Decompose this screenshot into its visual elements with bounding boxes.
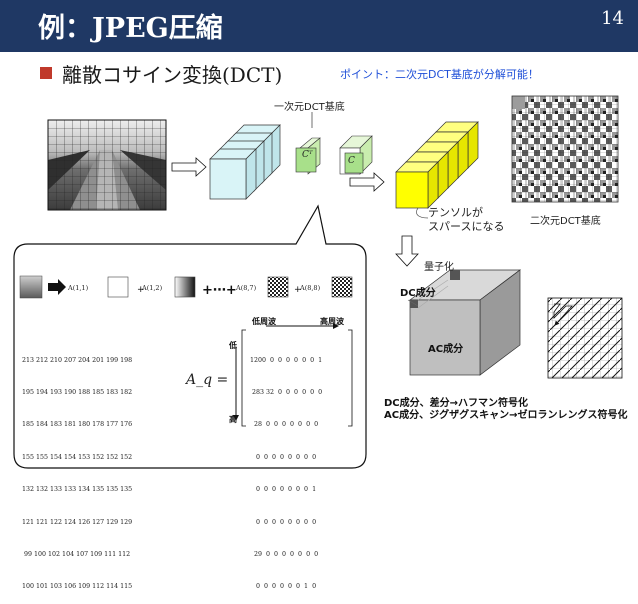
- source-image-road: [47, 119, 167, 211]
- page-number: 14: [601, 8, 624, 29]
- label-aq: A_q =: [186, 372, 229, 388]
- label-c-transpose: Cᵀ: [302, 150, 313, 160]
- basis-term-a11: A(1,1): [67, 284, 89, 292]
- label-1d-dct-basis: 一次元DCT基底: [274, 102, 345, 113]
- arrow-to-sparse: [349, 172, 385, 192]
- label-high-vertical: 高: [229, 415, 237, 424]
- slide-header: 例：JPEG圧縮 14: [0, 0, 638, 52]
- matrix-row: 99 100 102 104 107 109 111 112: [22, 550, 131, 558]
- equals-arrow-icon: [48, 279, 66, 295]
- basis-a12-thumb: [174, 276, 196, 298]
- quantize-arrow: [395, 235, 419, 267]
- detail-callout-bubble: [13, 204, 367, 469]
- matrix-row: 195 194 193 190 188 185 183 182: [22, 388, 133, 396]
- two-d-dct-basis-grid: [511, 95, 619, 203]
- green-matrix-Ct: [295, 137, 321, 175]
- basis-a87-thumb: [267, 276, 289, 298]
- label-ac-component: AC成分: [428, 344, 464, 355]
- basis-term-a12: A(1,2): [141, 284, 163, 292]
- quantized-matrix-brackets: [241, 329, 353, 427]
- encoding-note-ac: AC成分、ジグザグスキャン→ゼロランレングス符号化: [384, 410, 628, 421]
- matrix-row: 29 0 0 0 0 0 0 0: [250, 550, 319, 558]
- matrix-row: 213 212 210 207 204 201 199 198: [22, 356, 133, 364]
- matrix-row: 1200 0 0 0 0 0 0 1: [250, 356, 323, 364]
- label-low-vertical: 低: [229, 341, 237, 350]
- label-2d-dct-basis: 二次元DCT基底: [530, 216, 601, 227]
- matrix-row: 0 0 0 0 0 0 0 1: [250, 486, 317, 494]
- image-block-thumb: [19, 275, 43, 299]
- ellipsis-plus: +⋯+: [202, 283, 237, 298]
- zigzag-scan-grid: [547, 297, 623, 379]
- plus-sign: +: [294, 285, 302, 295]
- label-dc-component: DC成分: [400, 288, 436, 299]
- diagram-canvas: + +⋯+ + A(1,1) A(1,2) A(8,7) A(8,8): [13, 95, 623, 469]
- basis-decomposition-row: + +⋯+ +: [19, 275, 353, 299]
- matrix-row: 100 101 103 106 109 112 114 115: [22, 583, 133, 591]
- matrix-row: 121 121 122 124 126 127 129 129: [22, 518, 133, 526]
- basis-term-a87: A(8,7): [235, 284, 257, 292]
- label-low-freq: 低周波: [252, 317, 276, 326]
- sparse-tensor-cubes: [395, 121, 479, 209]
- dc-ac-cube: [408, 269, 522, 376]
- matrix-row: 185 184 183 181 180 178 177 176: [22, 421, 133, 429]
- basis-term-a88: A(8,8): [299, 284, 321, 292]
- matrix-row: 0 0 0 0 0 0 0 0: [250, 518, 317, 526]
- label-quantize: 量子化: [424, 262, 454, 273]
- matrix-row: 132 132 133 133 134 135 135 135: [22, 486, 133, 494]
- matrix-row: 0 0 0 0 0 0 0 0: [250, 453, 317, 461]
- bullet-square-icon: [40, 67, 52, 79]
- arrow-to-tensor: [171, 157, 207, 177]
- basis-a11-thumb: [107, 276, 129, 298]
- pixel-tensor-cubes: [209, 124, 281, 200]
- quantized-coefficient-matrix: 1200 0 0 0 0 0 0 1 283 32 0 0 0 0 0 0 28…: [250, 334, 322, 604]
- label-high-freq: 高周波: [320, 317, 344, 326]
- point-note: ポイント：二次元DCT基底が分解可能！: [340, 68, 539, 81]
- matrix-row: 0 0 0 0 0 0 1 0: [250, 583, 317, 591]
- encoding-note-dc: DC成分、差分→ハフマン符号化: [384, 398, 529, 409]
- label-tensor-sparse-1: テンソルが: [428, 206, 483, 219]
- plus-sign: +: [137, 285, 145, 295]
- matrix-row: 155 155 154 154 153 152 152 152: [22, 453, 133, 461]
- section-subtitle: 離散コサイン変換(DCT): [62, 63, 283, 87]
- slide-title: 例：JPEG圧縮: [38, 13, 223, 44]
- basis-a88-thumb: [331, 276, 353, 298]
- label-c: C: [348, 156, 355, 166]
- sparse-callout-line: [416, 207, 429, 219]
- matrix-row: 283 32 0 0 0 0 0 0: [250, 388, 323, 396]
- matrix-row: 28 0 0 0 0 0 0 0: [250, 421, 319, 429]
- dc-leader-line: [407, 299, 419, 307]
- pixel-value-matrix: 213 212 210 207 204 201 199 198 195 194 …: [22, 334, 132, 604]
- label-tensor-sparse-2: スパースになる: [428, 220, 505, 233]
- green-cube-C: [339, 135, 373, 175]
